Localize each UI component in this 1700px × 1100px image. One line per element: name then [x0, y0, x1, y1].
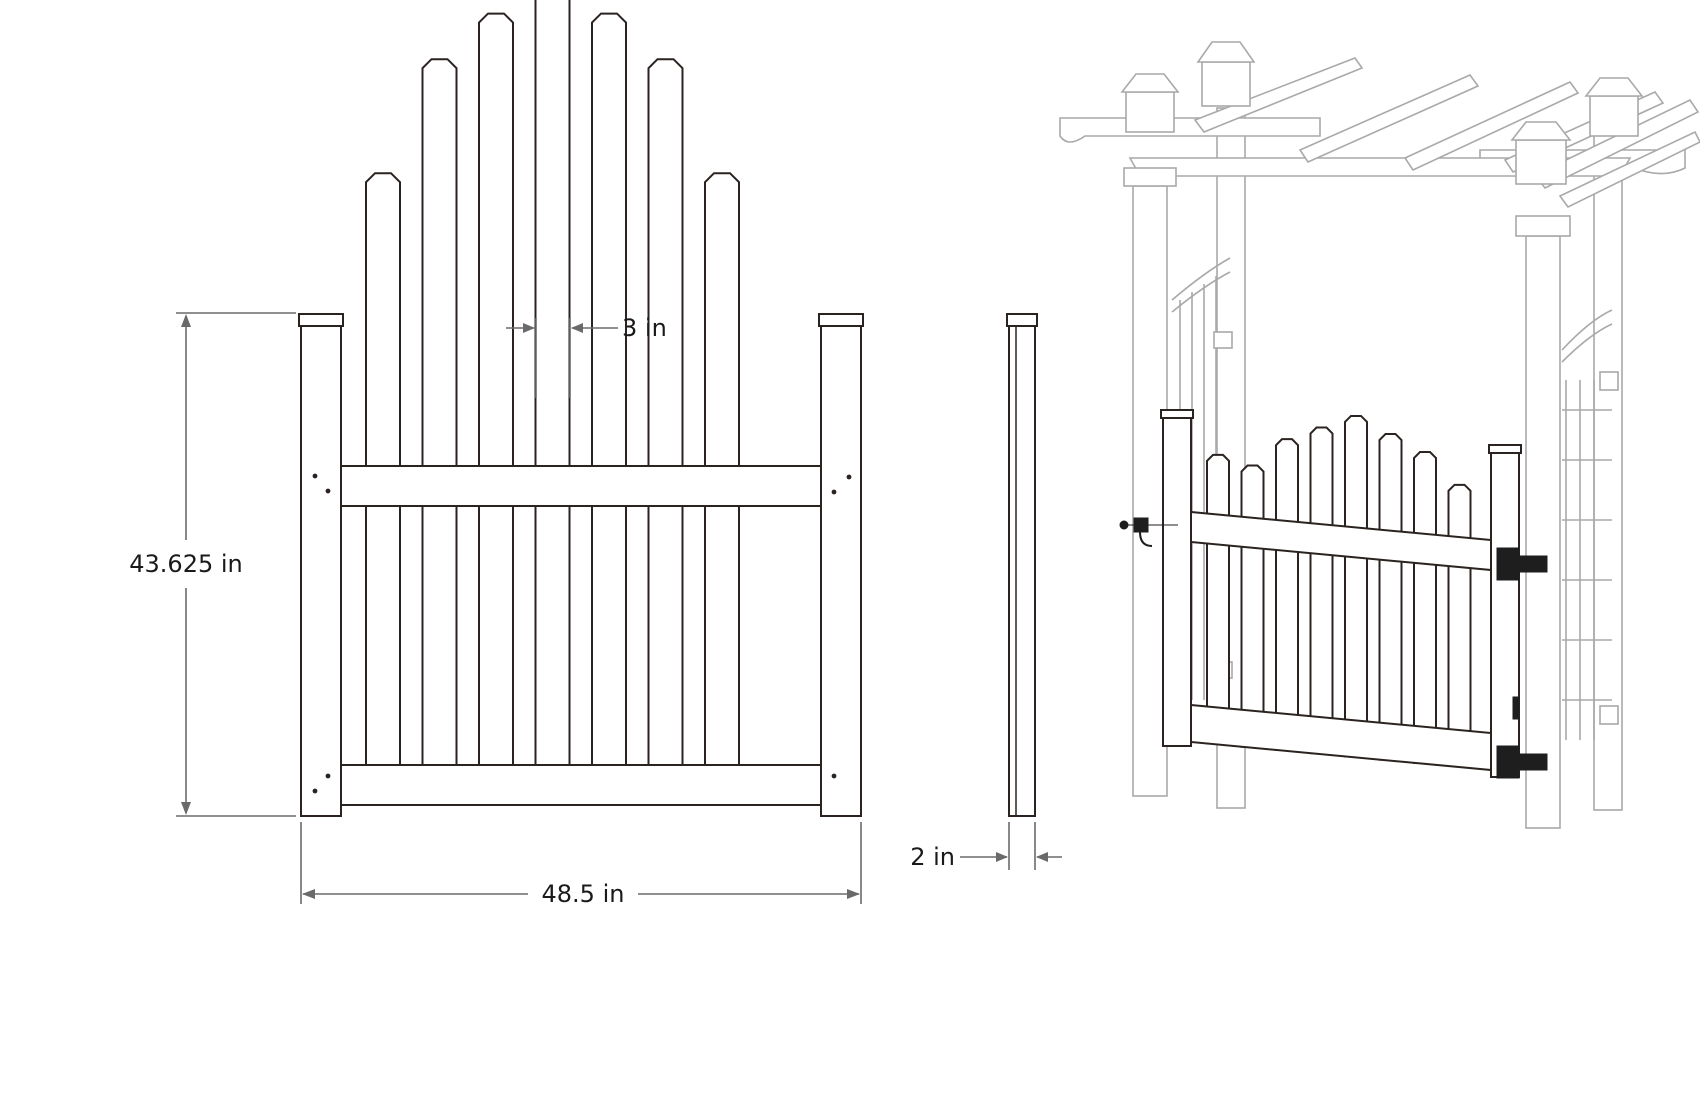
- gate-side-view: [1006, 313, 1038, 817]
- latch-pull: [1139, 531, 1153, 547]
- hinge-plate: [1496, 745, 1520, 779]
- arbor-rafter: [1193, 57, 1364, 133]
- height-arrow-top: [181, 314, 191, 327]
- arbor-gate-top-rail: [1190, 510, 1492, 572]
- finial-base: [1201, 61, 1251, 107]
- lattice-arch: [1561, 309, 1613, 351]
- gate-latch: [1119, 517, 1178, 547]
- arbor-post-finials: [1120, 41, 1644, 185]
- gate-front-view: [298, 0, 864, 817]
- arbor-rafter: [1403, 80, 1580, 172]
- front-picket: [534, 0, 571, 767]
- latch-body: [1133, 517, 1149, 533]
- lattice-bracket: [1213, 331, 1233, 349]
- arbor-picket: [1309, 426, 1334, 755]
- screw-hole: [831, 773, 837, 779]
- finial-cap: [1584, 77, 1644, 97]
- gap-arrow-left: [523, 323, 535, 333]
- arbor-gate: [1119, 409, 1548, 779]
- arbor-side-beam-left: [1059, 117, 1321, 143]
- arbor-picket: [1240, 464, 1265, 748]
- hinge-strap: [1518, 555, 1548, 573]
- hinge-plate: [1496, 547, 1520, 581]
- width-arrow-left: [302, 889, 315, 899]
- arbor-picket: [1447, 483, 1472, 768]
- arbor-front-post-right: [1525, 235, 1561, 829]
- arbor-post-collar: [1515, 215, 1571, 237]
- depth-arrow-right: [1036, 852, 1048, 862]
- screw-hole: [312, 473, 318, 479]
- lattice-arch: [1171, 271, 1231, 313]
- width-arrow-right: [847, 889, 860, 899]
- front-picket: [421, 58, 458, 767]
- side-post: [1008, 316, 1036, 817]
- arbor-post-collar: [1123, 167, 1177, 187]
- screw-holes: [312, 473, 852, 794]
- finial-cap: [1196, 41, 1256, 63]
- arbor-gate-latch-post: [1162, 411, 1192, 747]
- front-pickets: [365, 0, 740, 767]
- finial-base: [1515, 139, 1567, 185]
- finial-cap: [1510, 121, 1572, 141]
- arbor-picket: [1344, 414, 1368, 758]
- lattice-bracket: [1599, 371, 1619, 391]
- front-picket: [647, 58, 684, 767]
- gap-label: 3 in: [622, 314, 667, 342]
- arbor-gate-hinge-post-cap: [1488, 444, 1522, 454]
- side-post-cap: [1006, 313, 1038, 327]
- hinge-strap: [1518, 753, 1548, 771]
- depth-label: 2 in: [910, 843, 955, 871]
- dimension-annotations: 43.625 in 48.5 in 3 in 2 in: [129, 312, 1062, 908]
- lattice-arch: [1561, 323, 1613, 363]
- width-label: 48.5 in: [542, 880, 625, 908]
- gap-arrow-right: [571, 323, 583, 333]
- left-post: [300, 316, 342, 817]
- depth-arrow-left: [996, 852, 1008, 862]
- front-picket: [478, 12, 514, 767]
- arbor-back-post-right: [1593, 121, 1623, 811]
- screw-hole: [846, 474, 852, 480]
- gate-stop: [1512, 696, 1520, 720]
- gate-hinge-upper: [1496, 547, 1548, 581]
- lattice-bracket: [1599, 705, 1619, 725]
- gate-hinge-lower: [1496, 745, 1548, 779]
- arbor-with-gate-illustration: [1059, 41, 1700, 829]
- arbor-picket: [1206, 453, 1230, 745]
- finial-cap: [1120, 73, 1180, 93]
- height-arrow-bottom: [181, 802, 191, 815]
- top-rail: [340, 465, 822, 507]
- arbor-picket: [1275, 438, 1299, 751]
- height-label: 43.625 in: [129, 550, 242, 578]
- screw-hole: [312, 788, 318, 794]
- latch-knob: [1119, 520, 1129, 530]
- arbor-rafter: [1298, 74, 1480, 164]
- finial-base: [1125, 91, 1175, 133]
- arbor-gate-hinge-post: [1490, 446, 1520, 778]
- bottom-rail: [340, 764, 822, 806]
- right-post-cap: [818, 313, 864, 327]
- arbor-rafter: [1558, 130, 1700, 209]
- screw-hole: [325, 488, 331, 494]
- screw-hole: [831, 489, 837, 495]
- front-picket: [591, 12, 627, 767]
- lattice-arch: [1171, 257, 1231, 301]
- arbor-gate-pickets: [1206, 414, 1472, 768]
- arbor-picket: [1413, 451, 1437, 764]
- screw-hole: [325, 773, 331, 779]
- left-post-cap: [298, 313, 344, 327]
- arbor-picket: [1378, 432, 1403, 761]
- finial-base: [1589, 95, 1639, 137]
- right-post: [820, 316, 862, 817]
- arbor-gate-bottom-rail: [1190, 703, 1492, 772]
- arbor-front-post-left: [1132, 185, 1168, 797]
- arbor-lattice-right: [1561, 309, 1619, 740]
- arbor-gate-latch-post-cap: [1160, 409, 1194, 419]
